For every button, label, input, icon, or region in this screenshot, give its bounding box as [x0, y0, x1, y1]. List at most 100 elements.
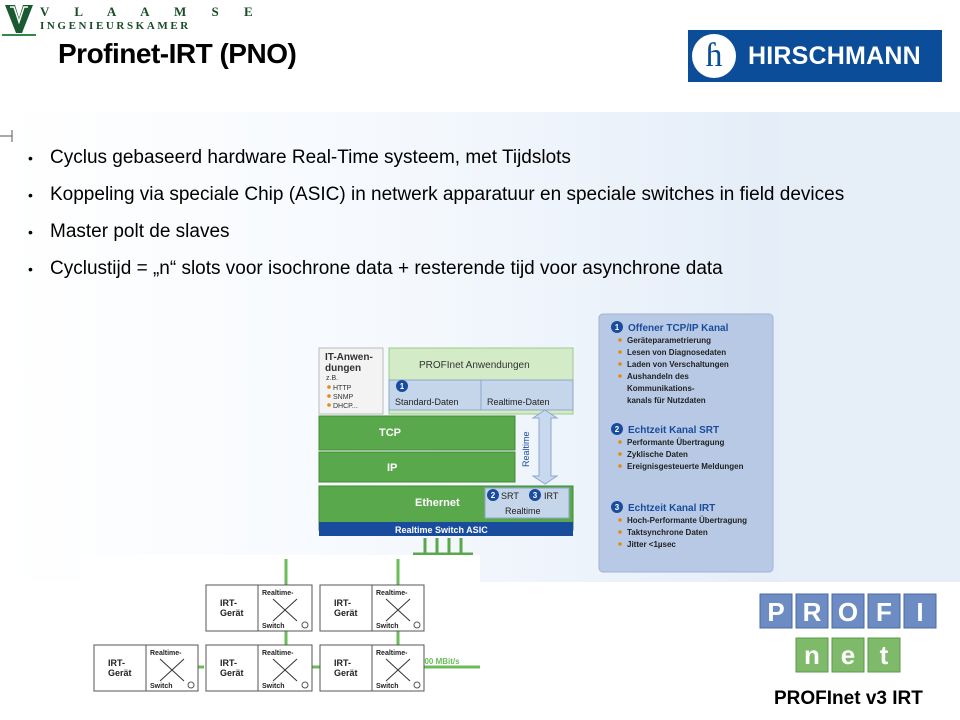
realtime-data-label: Realtime-Daten [487, 397, 550, 407]
clock-icon [301, 621, 309, 629]
channel-1-badge-icon [611, 321, 623, 333]
svg-text:Realtime-: Realtime- [262, 650, 294, 657]
svg-text:2: 2 [615, 425, 620, 434]
svg-text:Realtime-: Realtime- [150, 650, 182, 657]
srt-irt-box [484, 487, 570, 519]
srt-label: SRT [501, 491, 519, 501]
realtime-data-box [480, 379, 574, 411]
channel-1-item: Aushandeln des [627, 372, 689, 381]
footer-label: PROFInet v3 IRT [774, 688, 923, 709]
asic-connector-lines [413, 538, 473, 556]
svg-text:O: O [838, 597, 858, 627]
org-name-line2: INGENIEURSKAMER [40, 20, 191, 32]
bullet-item: Master polt de slaves [28, 221, 844, 258]
channels-panel [598, 313, 774, 573]
channel-1-item: Geräteparametrierung [627, 336, 711, 345]
network-speed-label: 100 MBit/s [420, 657, 460, 666]
svg-text:Switch: Switch [262, 623, 285, 630]
svg-text:IRT-Gerät: IRT-Gerät [220, 658, 244, 678]
bullet-item: Cyclus gebaseerd hardware Real-Time syst… [28, 147, 844, 184]
svg-text:n: n [804, 640, 820, 670]
network-links [198, 559, 480, 669]
badge-1-icon [396, 380, 408, 392]
bullet-item: Koppeling via speciale Chip (ASIC) in ne… [28, 184, 844, 221]
svg-text:F: F [876, 597, 892, 627]
svg-text:Switch: Switch [376, 623, 399, 630]
svg-text:3: 3 [615, 503, 620, 512]
it-apps-box [318, 347, 384, 415]
channel-2-title: Echtzeit Kanal SRT [628, 425, 719, 436]
channel-2-badge-icon [611, 423, 623, 435]
ip-layer [318, 451, 516, 483]
vlaamse-ingenieurskamer-logo [2, 2, 36, 36]
profinet-logo-row1: P R O F I [759, 593, 937, 629]
svg-text:Realtime-: Realtime- [262, 590, 294, 597]
badge-3-icon [529, 489, 541, 501]
realtime-arrow-icon [531, 409, 559, 485]
realtime-label: Realtime [505, 506, 541, 516]
channel-3-title: Echtzeit Kanal IRT [628, 503, 715, 514]
svg-text:Switch: Switch [376, 683, 399, 690]
it-app-item: DHCP... [333, 403, 358, 410]
hirschmann-emblem [692, 34, 736, 78]
profinet-apps-label: PROFInet Anwendungen [419, 360, 530, 371]
channel-1-item: kanals für Nutzdaten [627, 396, 706, 405]
channel-3-item: Taktsynchrone Daten [627, 528, 708, 537]
svg-text:1: 1 [615, 323, 620, 332]
channel-1-item: Laden von Verschaltungen [627, 360, 729, 369]
network-node-bottom-3: IRT-Gerät Realtime- Switch [319, 644, 425, 692]
dhcp-bullet-icon [327, 403, 331, 407]
svg-text:IRT-Gerät: IRT-Gerät [334, 598, 358, 618]
realtime-arrow-label: Realtime [521, 431, 531, 467]
clock-icon [413, 681, 421, 689]
svg-text:I: I [916, 597, 923, 627]
bullet-item: Cyclustijd = „n“ slots voor isochrone da… [28, 258, 844, 295]
page-title: Profinet-IRT (PNO) [58, 38, 297, 69]
tcp-label: TCP [379, 427, 401, 439]
svg-text:IRT-Gerät: IRT-Gerät [334, 658, 358, 678]
svg-text:IRT-Gerät: IRT-Gerät [108, 658, 132, 678]
channel-3-badge-icon [611, 501, 623, 513]
irt-network-diagram: 100 MBit/s IRT-Gerät Realtime- Switch IR… [80, 555, 480, 720]
channel-1-item: Lesen von Diagnosedaten [627, 348, 726, 357]
org-name-line1: V L A A M S E [40, 4, 264, 19]
channel-3-item: Jitter <1µsec [627, 540, 676, 549]
channel-1-item: Kommunikations- [627, 384, 695, 393]
standard-data-label: Standard-Daten [395, 397, 459, 407]
ethernet-label: Ethernet [415, 497, 460, 509]
asic-label: Realtime Switch ASIC [395, 525, 488, 535]
hirschmann-h-icon: ɦ [705, 37, 723, 74]
svg-text:1: 1 [400, 382, 405, 391]
it-apps-zb: z.B. [326, 375, 338, 382]
tcp-layer [318, 415, 516, 451]
clock-icon [413, 621, 421, 629]
channel-3-item: Hoch-Performante Übertragung [627, 516, 747, 525]
irt-label: IRT [544, 491, 559, 501]
http-bullet-icon [327, 385, 331, 389]
hirschmann-logo: ɦ HIRSCHMANN [688, 30, 942, 82]
badge-2-icon [487, 489, 499, 501]
clock-icon [187, 681, 195, 689]
svg-text:Realtime-: Realtime- [376, 590, 408, 597]
svg-text:3: 3 [533, 491, 538, 500]
svg-text:R: R [803, 597, 822, 627]
channel-2-item: Zyklische Daten [627, 450, 688, 459]
profinet-logo: P R O F I n e t [756, 586, 946, 684]
network-node-top-2: IRT-Gerät Realtime- Switch [319, 584, 425, 632]
svg-text:IRT-Gerät: IRT-Gerät [220, 598, 244, 618]
svg-text:Switch: Switch [150, 683, 173, 690]
profinet-stack-diagram: IT-Anwen-dungen z.B. HTTP SNMP DHCP... P… [318, 313, 774, 573]
profinet-logo-row2: n e t [795, 637, 901, 673]
svg-text:e: e [841, 640, 855, 670]
network-node-bottom-2: IRT-Gerät Realtime- Switch [205, 644, 313, 692]
clock-icon [301, 681, 309, 689]
it-app-item: SNMP [333, 394, 354, 401]
svg-text:t: t [880, 640, 889, 670]
network-node-top-1: IRT-Gerät Realtime- Switch [205, 584, 313, 632]
svg-text:P: P [767, 597, 784, 627]
svg-text:2: 2 [491, 491, 496, 500]
slide-marker-icon [0, 130, 13, 142]
bullet-list: Cyclus gebaseerd hardware Real-Time syst… [28, 147, 844, 295]
ip-label: IP [387, 462, 397, 474]
it-apps-title: IT-Anwen-dungen [325, 352, 373, 374]
